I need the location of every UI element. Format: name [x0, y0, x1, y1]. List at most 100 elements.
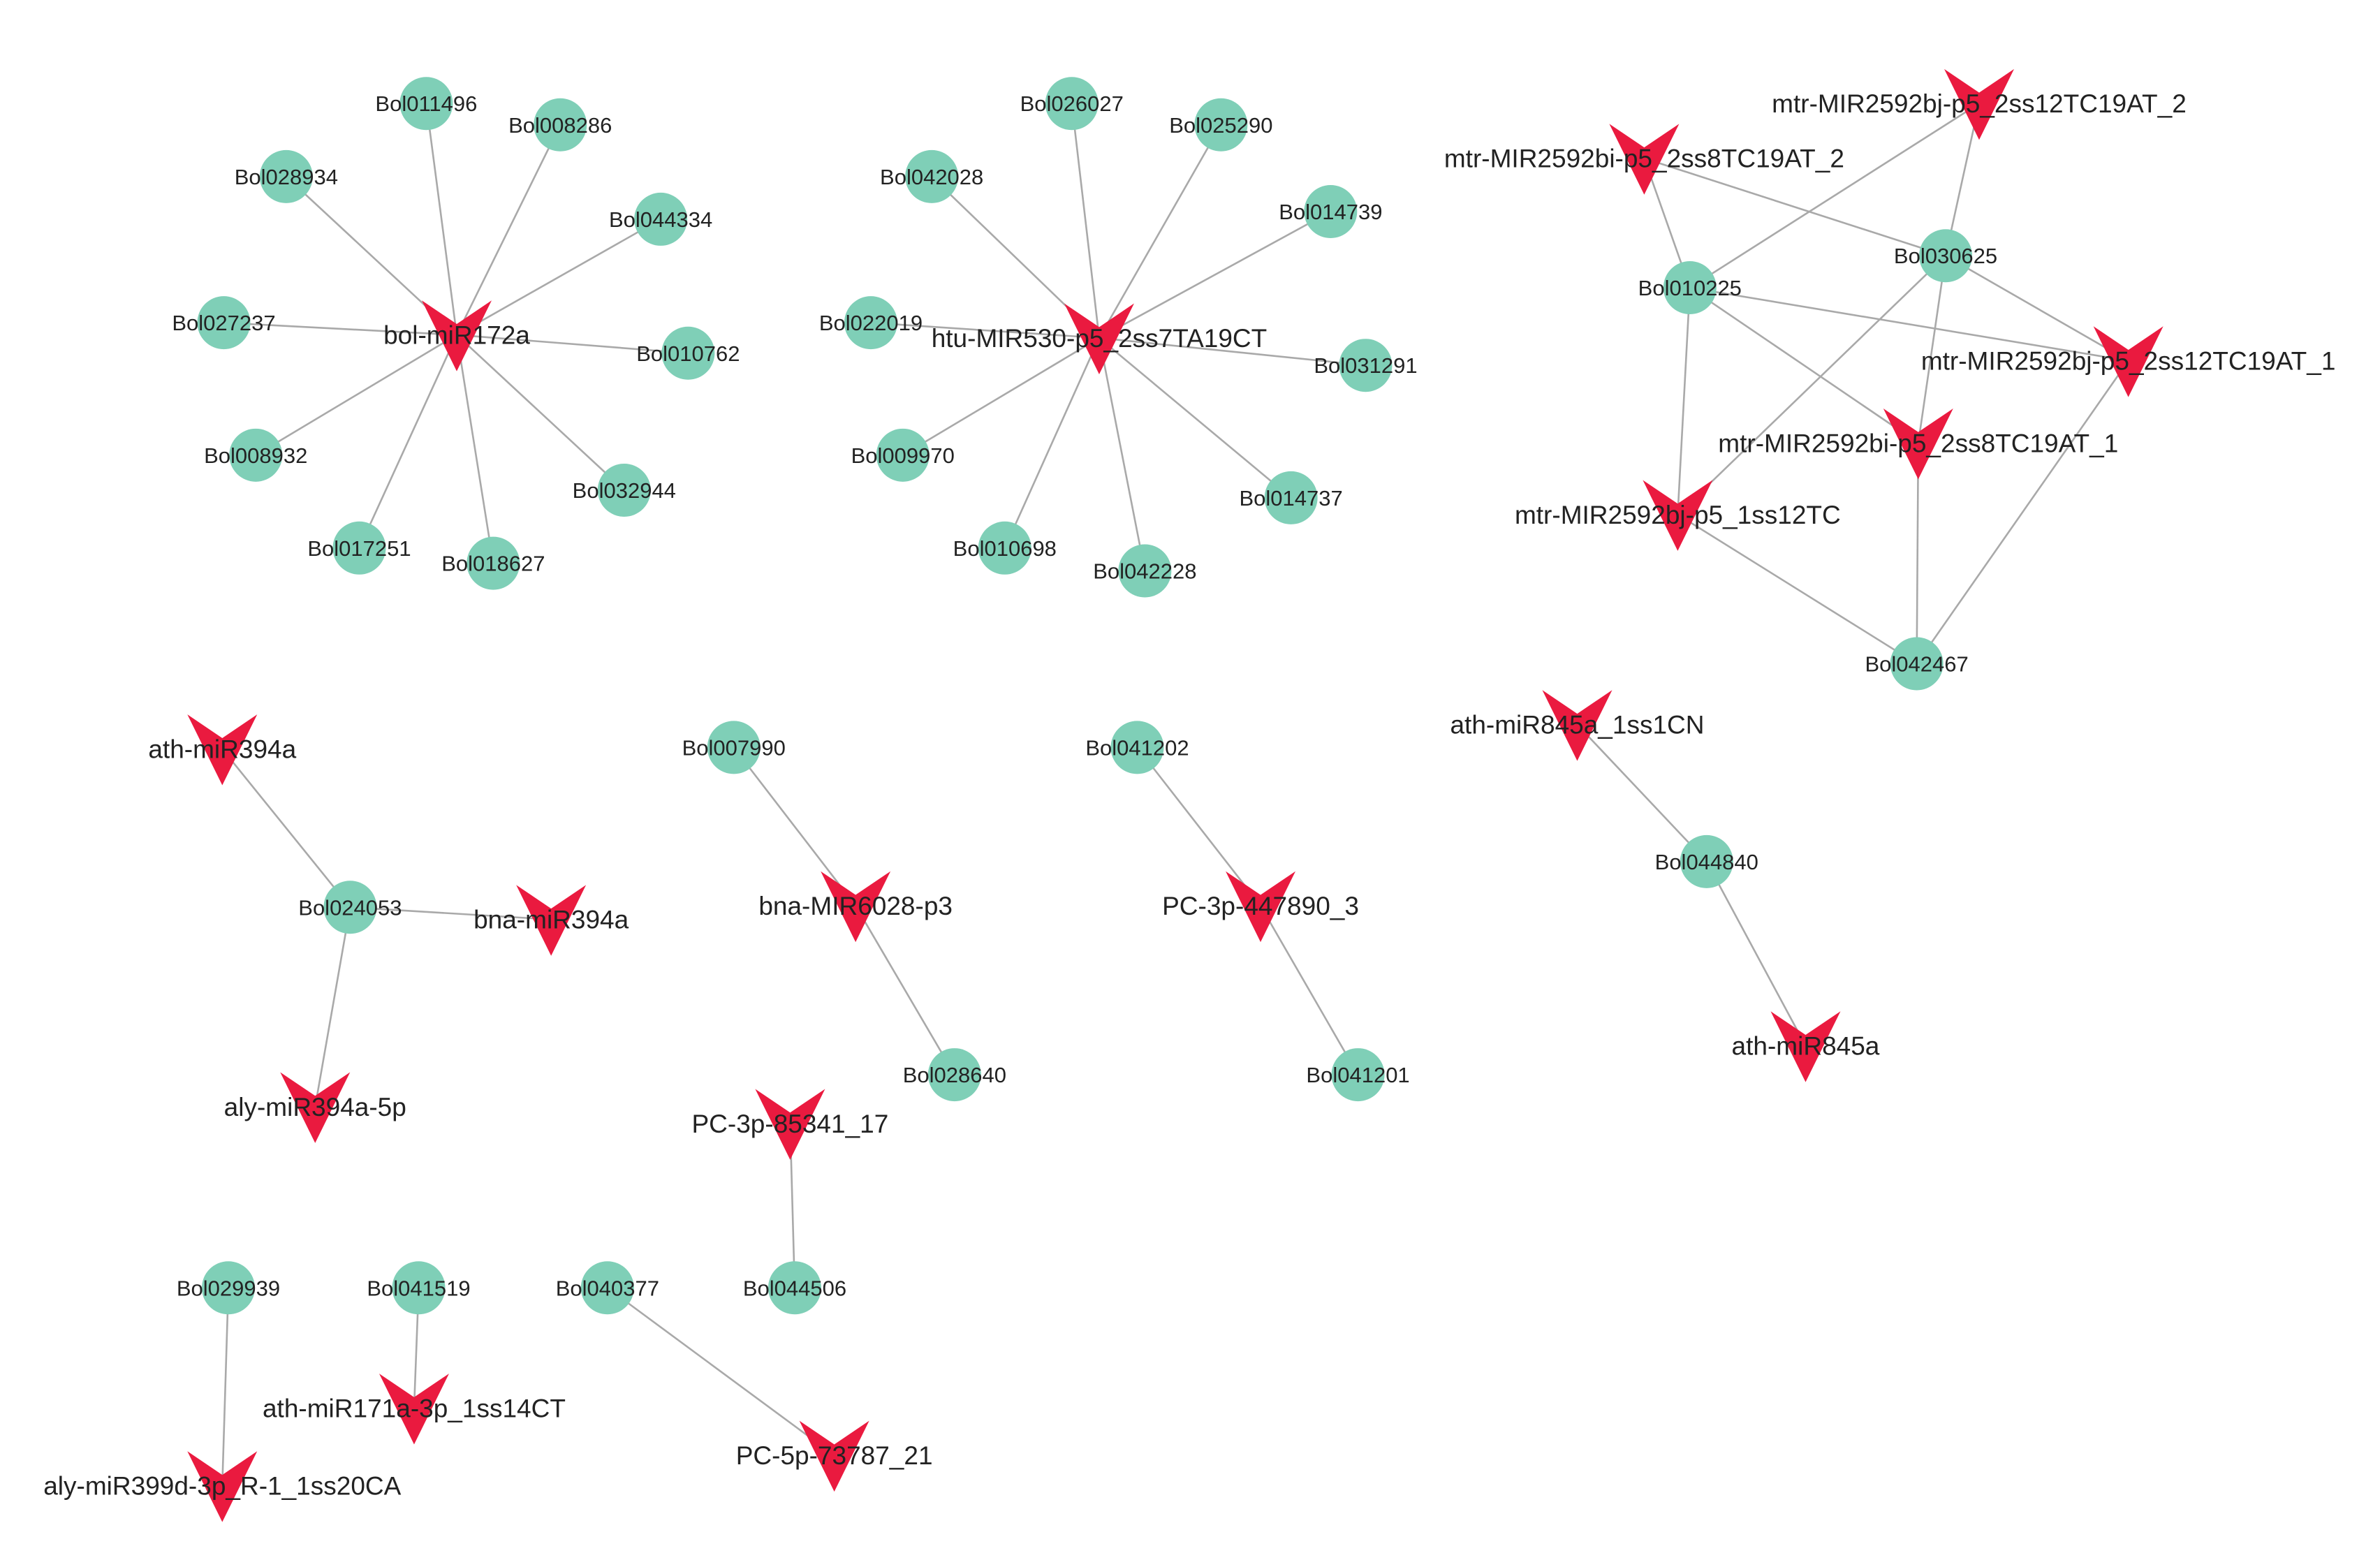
node-bol022019[interactable]: Bol022019: [819, 296, 923, 350]
edge-bol-mir172a--bol044334: [456, 218, 661, 336]
node-bol026027[interactable]: Bol026027: [1020, 77, 1124, 131]
gene-node-circle: [534, 98, 587, 152]
node-bol030625[interactable]: Bol030625: [1894, 229, 1997, 283]
node-bol011496[interactable]: Bol011496: [375, 77, 477, 131]
node-label: bol-miR172a: [383, 321, 530, 350]
gene-node-circle: [978, 521, 1031, 575]
node-label: bna-miR394a: [473, 906, 629, 934]
gene-node-circle: [1663, 261, 1717, 315]
node-bol028640[interactable]: Bol028640: [903, 1048, 1006, 1102]
edge-bol044840--ath-mir845a: [1705, 861, 1807, 1047]
node-ath-mir845a[interactable]: ath-miR845a: [1732, 1011, 1880, 1082]
node-bol014737[interactable]: Bol014737: [1240, 471, 1343, 524]
edge-bol-mir172a--bol017251: [358, 334, 458, 549]
node-label: Bol040377: [556, 1276, 659, 1300]
node-mtr-mir2592bj-p5-2ss12tc19at-1[interactable]: mtr-MIR2592bj-p5_2ss12TC19AT_1: [1921, 326, 2336, 397]
node-bol042028[interactable]: Bol042028: [880, 149, 983, 203]
node-bol031291[interactable]: Bol031291: [1314, 339, 1418, 392]
node-bol028934[interactable]: Bol028934: [235, 149, 338, 203]
node-htu-mir530-p5-2ss7ta19ct[interactable]: htu-MIR530-p5_2ss7TA19CT: [932, 303, 1268, 374]
node-aly-mir394a-5p[interactable]: aly-miR394a-5p: [224, 1072, 406, 1143]
node-bol044334[interactable]: Bol044334: [609, 192, 712, 246]
node-label: PC-3p-85341_17: [692, 1110, 889, 1138]
node-bol017251[interactable]: Bol017251: [307, 521, 411, 575]
node-label: PC-5p-73787_21: [736, 1441, 933, 1470]
edge-bol-mir172a--bol008286: [455, 124, 561, 336]
edge-bol010225--mtr-mir2592bi-p5-2ss8tc19at-1: [1689, 286, 1919, 444]
node-bol041201[interactable]: Bol041201: [1306, 1048, 1410, 1102]
node-label: mtr-MIR2592bi-p5_2ss8TC19AT_2: [1444, 145, 1844, 173]
node-label: Bol025290: [1169, 113, 1272, 138]
node-bol042467[interactable]: Bol042467: [1865, 637, 1969, 691]
node-label: Bol042467: [1865, 652, 1968, 676]
gene-node-circle: [323, 881, 377, 934]
edge-bol040377--pc-5p-73787-21: [607, 1287, 835, 1457]
node-ath-mir394a[interactable]: ath-miR394a: [148, 714, 297, 786]
node-bol-mir172a[interactable]: bol-miR172a: [383, 300, 530, 371]
edge-bol-mir172a--bol010762: [456, 334, 689, 355]
node-bol009970[interactable]: Bol009970: [851, 428, 955, 482]
edge-bol010225--mtr-mir2592bj-p5-2ss12tc19at-1: [1689, 286, 2129, 362]
node-bol010225[interactable]: Bol010225: [1638, 261, 1742, 315]
node-mtr-mir2592bi-p5-2ss8tc19at-2[interactable]: mtr-MIR2592bi-p5_2ss8TC19AT_2: [1444, 124, 1844, 195]
node-pc-3p-85341-17[interactable]: PC-3p-85341_17: [692, 1089, 889, 1160]
node-bol041202[interactable]: Bol041202: [1085, 721, 1189, 774]
node-bol024053[interactable]: Bol024053: [298, 881, 402, 934]
node-bol044840[interactable]: Bol044840: [1655, 834, 1758, 888]
node-bol042228[interactable]: Bol042228: [1093, 544, 1196, 598]
node-bol018627[interactable]: Bol018627: [441, 536, 545, 590]
edge-htu-mir530-p5-2ss7ta19ct--bol010698: [1004, 337, 1101, 549]
gene-node-circle: [1264, 471, 1318, 524]
gene-node-circle: [202, 1261, 255, 1315]
gene-node-circle: [580, 1261, 634, 1315]
mirna-node-arrowhead: [422, 300, 492, 371]
mirna-node-arrowhead: [379, 1374, 449, 1445]
node-label: bna-MIR6028-p3: [758, 892, 953, 920]
node-bol007990[interactable]: Bol007990: [682, 721, 786, 774]
mirna-node-arrowhead: [799, 1420, 869, 1492]
node-bol027237[interactable]: Bol027237: [172, 296, 276, 350]
node-pc-5p-73787-21[interactable]: PC-5p-73787_21: [736, 1420, 933, 1492]
node-bna-mir394a[interactable]: bna-miR394a: [473, 885, 629, 956]
edge-htu-mir530-p5-2ss7ta19ct--bol025290: [1098, 124, 1222, 339]
node-pc-3p-447890-3[interactable]: PC-3p-447890_3: [1162, 871, 1359, 943]
node-layer: bol-miR172aBol011496Bol008286Bol028934Bo…: [43, 68, 2336, 1522]
node-label: Bol042228: [1093, 559, 1196, 584]
edge-bol030625--mtr-mir2592bj-p5-2ss12tc19at-1: [1945, 255, 2129, 362]
edge-ath-mir845a-1ss1cn--bol044840: [1576, 723, 1707, 862]
node-bol008286[interactable]: Bol008286: [508, 98, 612, 152]
node-ath-mir171a-3p-1ss14ct[interactable]: ath-miR171a-3p_1ss14CT: [263, 1374, 566, 1445]
node-bol025290[interactable]: Bol025290: [1169, 98, 1272, 152]
node-bol010762[interactable]: Bol010762: [636, 326, 740, 380]
node-label: ath-miR845a: [1732, 1032, 1880, 1061]
node-label: Bol017251: [307, 536, 411, 561]
node-bol029939[interactable]: Bol029939: [177, 1261, 280, 1315]
edge-mtr-mir2592bj-p5-2ss12tc19at-1--bol042467: [1916, 360, 2129, 665]
mirna-node-arrowhead: [2093, 326, 2164, 397]
node-label: Bol030625: [1894, 244, 1997, 268]
node-bna-mir6028-p3[interactable]: bna-MIR6028-p3: [758, 871, 953, 943]
node-label: Bol032944: [573, 478, 676, 503]
edge-mtr-mir2592bi-p5-2ss8tc19at-1--bol042467: [1916, 443, 1920, 664]
node-bol040377[interactable]: Bol040377: [556, 1261, 659, 1315]
node-bol041519[interactable]: Bol041519: [367, 1261, 471, 1315]
node-bol014739[interactable]: Bol014739: [1279, 185, 1382, 239]
gene-node-circle: [767, 1261, 821, 1315]
gene-node-circle: [392, 1261, 446, 1315]
gene-node-circle: [1118, 544, 1172, 598]
node-bol010698[interactable]: Bol010698: [953, 521, 1057, 575]
node-bol008932[interactable]: Bol008932: [204, 428, 307, 482]
node-ath-mir845a-1ss1cn[interactable]: ath-miR845a_1ss1CN: [1450, 690, 1704, 761]
gene-node-circle: [844, 296, 897, 350]
node-mtr-mir2592bj-p5-1ss12tc[interactable]: mtr-MIR2592bj-p5_1ss12TC: [1515, 480, 1841, 551]
node-label: ath-miR845a_1ss1CN: [1450, 711, 1704, 739]
node-mtr-mir2592bj-p5-2ss12tc19at-2[interactable]: mtr-MIR2592bj-p5_2ss12TC19AT_2: [1772, 68, 2187, 140]
edge-htu-mir530-p5-2ss7ta19ct--bol042228: [1098, 337, 1146, 571]
node-label: Bol042028: [880, 165, 983, 189]
node-bol032944[interactable]: Bol032944: [573, 463, 676, 517]
node-bol044506[interactable]: Bol044506: [743, 1261, 846, 1315]
node-label: Bol010225: [1638, 276, 1742, 300]
mirna-node-arrowhead: [1883, 408, 1953, 480]
node-mtr-mir2592bi-p5-2ss8tc19at-1[interactable]: mtr-MIR2592bi-p5_2ss8TC19AT_1: [1718, 408, 2118, 480]
node-aly-mir399d-3p-r-1-1ss20ca[interactable]: aly-miR399d-3p_R-1_1ss20CA: [43, 1451, 402, 1522]
